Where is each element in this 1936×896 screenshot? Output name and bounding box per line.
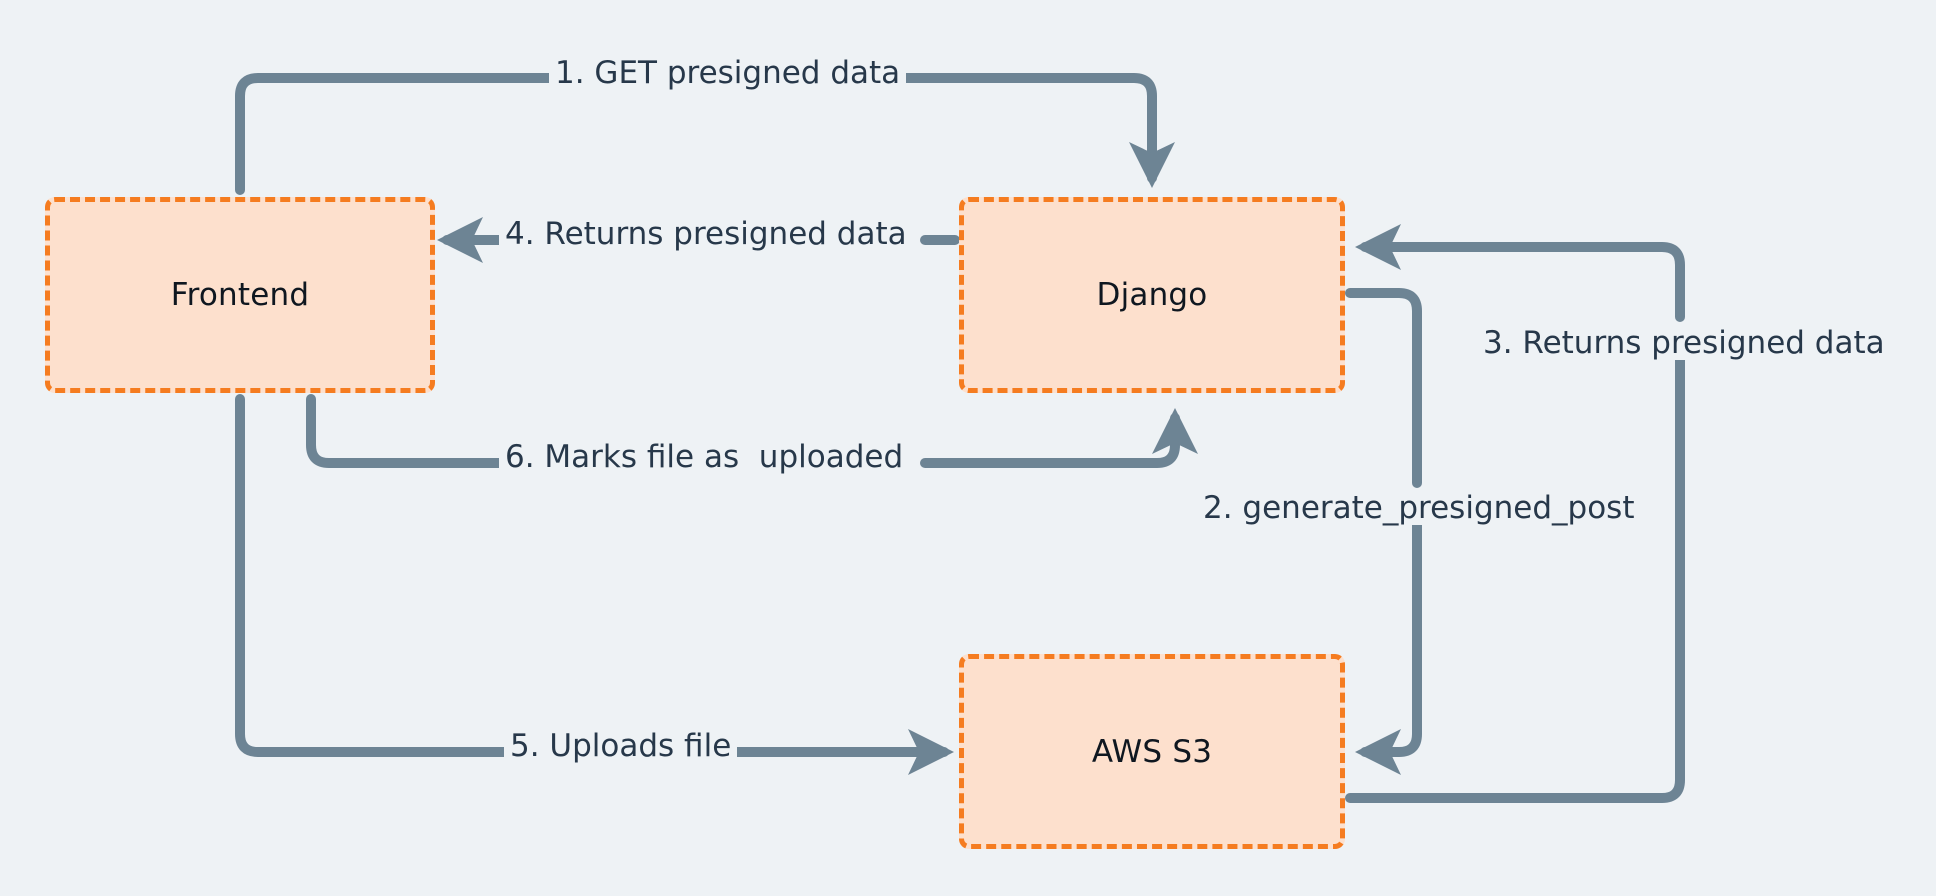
node-django-label: Django	[1096, 277, 1208, 313]
node-django[interactable]: Django	[959, 197, 1345, 393]
edge-label-6: 6. Marks file as uploaded	[499, 440, 910, 474]
edge-3-path	[1345, 224, 1685, 803]
edge-label-2: 2. generate_presigned_post	[1197, 491, 1641, 525]
node-aws-s3[interactable]: AWS S3	[959, 654, 1345, 849]
edge-label-1: 1. GET presigned data	[549, 56, 907, 90]
edge-6-path	[306, 394, 1198, 468]
edge-1-path	[235, 73, 1175, 195]
edge-label-5: 5. Uploads file	[504, 729, 738, 763]
node-frontend[interactable]: Frontend	[45, 197, 435, 393]
edge-label-3: 3. Returns presigned data	[1477, 326, 1891, 360]
edge-5-path	[235, 394, 955, 775]
node-aws-s3-label: AWS S3	[1091, 733, 1213, 770]
edge-2-path	[1345, 288, 1422, 775]
edge-label-4: 4. Returns presigned data	[499, 217, 913, 251]
node-frontend-label: Frontend	[170, 277, 310, 313]
